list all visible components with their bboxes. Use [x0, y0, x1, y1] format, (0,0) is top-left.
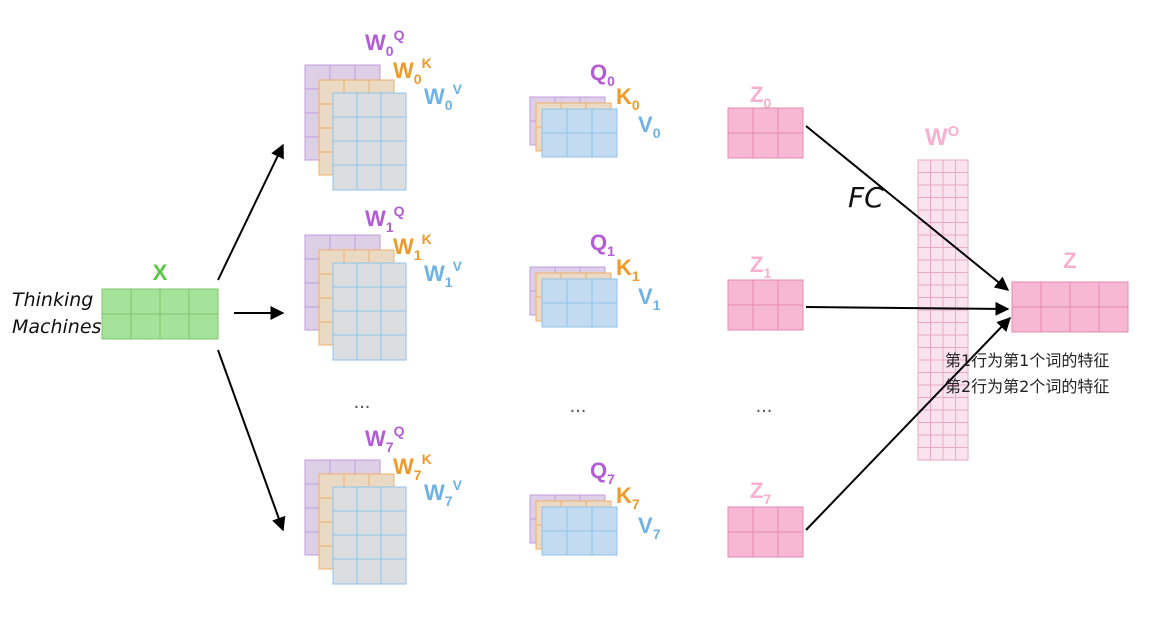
label-w0k: W0K: [393, 55, 432, 87]
label-wo: WO: [925, 123, 960, 151]
label-q7: Q7: [590, 458, 615, 487]
label-w7q: W7Q: [365, 423, 405, 455]
label-w0q: W0Q: [365, 27, 405, 59]
qkv-stack-head7: Q7 K7 V7: [529, 458, 661, 556]
note-line-1: 第1行为第1个词的特征: [945, 351, 1109, 370]
x-label: X: [153, 260, 168, 285]
word-machines: Machines: [12, 316, 102, 338]
ellipsis-weights: ...: [354, 391, 371, 413]
arrow-z7-to-z: [805, 316, 1011, 531]
label-w0v: W0V: [424, 81, 463, 113]
ellipsis-qkv: ...: [570, 395, 587, 417]
weights-stack-head0: W0Q W0K W0V: [304, 27, 463, 191]
label-z1: Z1: [750, 252, 771, 281]
label-w1v: W1V: [424, 258, 463, 290]
arrow-z1-to-z: [805, 301, 1010, 316]
fc-arrows: [805, 125, 1011, 531]
z-matrix-head1: Z1: [727, 252, 804, 331]
z-matrix-head7: Z7: [727, 478, 804, 558]
label-w1k: W1K: [393, 231, 432, 263]
v-matrix: [541, 278, 618, 328]
label-q0: Q0: [590, 60, 615, 89]
wv-matrix: [332, 486, 407, 585]
wv-matrix: [332, 262, 407, 361]
weights-stack-head7: W7Q W7K W7V: [304, 423, 463, 585]
note-line-2: 第2行为第2个词的特征: [945, 377, 1109, 396]
label-z0: Z0: [750, 82, 771, 111]
label-q1: Q1: [590, 230, 615, 259]
fc-label: FC: [848, 181, 884, 214]
label-k1: K1: [616, 255, 640, 284]
word-thinking: Thinking: [12, 289, 93, 311]
label-w1q: W1Q: [365, 203, 405, 235]
label-z7: Z7: [750, 478, 771, 507]
weights-stack-head1: W1Q W1K W1V: [304, 203, 463, 361]
ellipsis-z: ...: [756, 395, 773, 417]
label-v7: V7: [638, 513, 661, 542]
qkv-stack-head0: Q0 K0 V0: [529, 60, 661, 158]
arrow-z0-to-z: [805, 125, 1010, 291]
input-x: X Thinking Machines: [12, 260, 219, 340]
z-matrix-head0: Z0: [727, 82, 804, 159]
x-matrix: [101, 288, 219, 340]
v-matrix: [541, 108, 618, 158]
label-v1: V1: [638, 284, 661, 313]
label-z-output: Z: [1063, 248, 1076, 273]
label-v0: V0: [638, 112, 661, 141]
v-matrix: [541, 506, 618, 556]
z-output: Z: [1011, 248, 1129, 333]
arrow-x-to-head7: [217, 349, 286, 532]
qkv-stack-head1: Q1 K1 V1: [529, 230, 661, 328]
arrow-x-to-head0: [217, 143, 284, 281]
label-w7k: W7K: [393, 451, 432, 483]
label-k0: K0: [616, 84, 640, 113]
wv-matrix: [332, 92, 407, 191]
x-arrows: [217, 143, 286, 532]
label-w7v: W7V: [424, 477, 463, 509]
label-k7: K7: [616, 483, 640, 512]
wo-matrix: WO: [917, 123, 969, 461]
